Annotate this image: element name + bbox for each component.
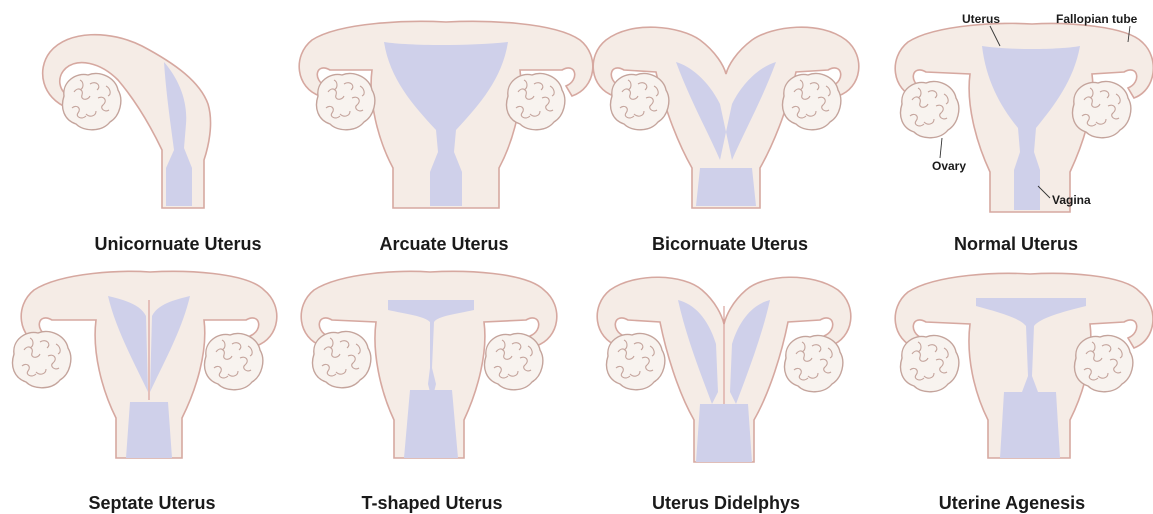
ovary-icon (611, 73, 669, 129)
caption-septate: Septate Uterus (88, 493, 215, 513)
panel-agenesis: Uterine Agenesis (895, 273, 1153, 513)
panel-arcuate: Arcuate Uterus (299, 21, 593, 254)
leader-ovary (940, 138, 942, 158)
caption-normal: Normal Uterus (954, 234, 1078, 254)
ovary-icon (13, 331, 71, 387)
panel-septate: Septate Uterus (13, 271, 277, 513)
ovary-icon (901, 81, 959, 137)
ovary-icon (485, 333, 543, 389)
label-fallopian-tube: Fallopian tube (1056, 12, 1138, 26)
panel-t-shaped: T-shaped Uterus (301, 271, 557, 513)
caption-bicornuate: Bicornuate Uterus (652, 234, 808, 254)
panel-unicornuate: Unicornuate Uterus (43, 35, 262, 254)
didelphys-vagina (696, 404, 752, 462)
t-shaped-vagina (404, 390, 458, 458)
label-ovary: Ovary (932, 159, 966, 173)
ovary-icon (901, 335, 959, 391)
caption-arcuate: Arcuate Uterus (379, 234, 508, 254)
caption-unicornuate: Unicornuate Uterus (94, 234, 261, 254)
ovary-icon (1075, 335, 1133, 391)
ovary-icon (317, 73, 375, 129)
caption-agenesis: Uterine Agenesis (939, 493, 1085, 513)
panel-normal: Uterus Fallopian tube Ovary Vagina Norma… (895, 12, 1153, 254)
ovary-icon (507, 73, 565, 129)
caption-didelphys: Uterus Didelphys (652, 493, 800, 513)
label-uterus: Uterus (962, 12, 1000, 26)
caption-t-shaped: T-shaped Uterus (361, 493, 502, 513)
bicornuate-vagina (696, 168, 756, 206)
septate-vagina (126, 402, 172, 458)
panel-didelphys: Uterus Didelphys (597, 277, 851, 513)
panel-bicornuate: Bicornuate Uterus (593, 27, 859, 254)
ovary-icon (63, 73, 121, 129)
ovary-icon (205, 333, 263, 389)
ovary-icon (313, 331, 371, 387)
ovary-icon (783, 73, 841, 129)
ovary-icon (785, 335, 843, 391)
ovary-icon (1073, 81, 1131, 137)
ovary-icon (607, 333, 665, 389)
label-vagina: Vagina (1052, 193, 1091, 207)
agenesis-vagina (1000, 392, 1060, 458)
